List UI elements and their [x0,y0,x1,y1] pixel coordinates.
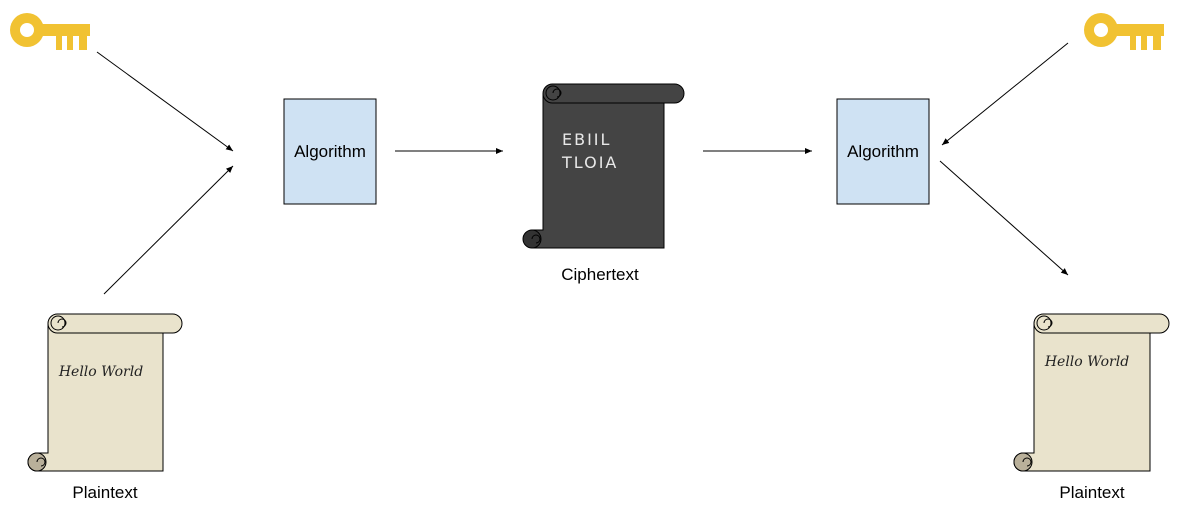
right-algorithm-box [836,98,930,205]
arrow-plaintext-to-algorithm [103,165,234,295]
left-key-icon [10,13,90,50]
right-algorithm-label: Algorithm [847,142,919,161]
ciphertext-scroll-icon [522,83,685,249]
left-plaintext-caption: Plaintext [72,483,137,502]
left-plaintext-text: Hello World [58,364,143,380]
right-key-icon [1084,13,1164,50]
left-plaintext-scroll-icon [27,313,183,472]
ciphertext-line-1: EBIIL [562,130,611,149]
left-algorithm-label: Algorithm [294,142,366,161]
right-plaintext-caption: Plaintext [1059,483,1124,502]
arrow-algorithm-to-plaintext [939,160,1069,276]
arrow-key-to-right-algorithm [941,42,1069,146]
arrow-key-to-algorithm [96,51,234,152]
ciphertext-caption: Ciphertext [561,265,639,284]
ciphertext-line-2: TLOIA [561,153,618,172]
right-plaintext-scroll-icon [1013,313,1170,472]
left-algorithm-box [283,98,377,205]
right-plaintext-text: Hello World [1044,354,1129,370]
